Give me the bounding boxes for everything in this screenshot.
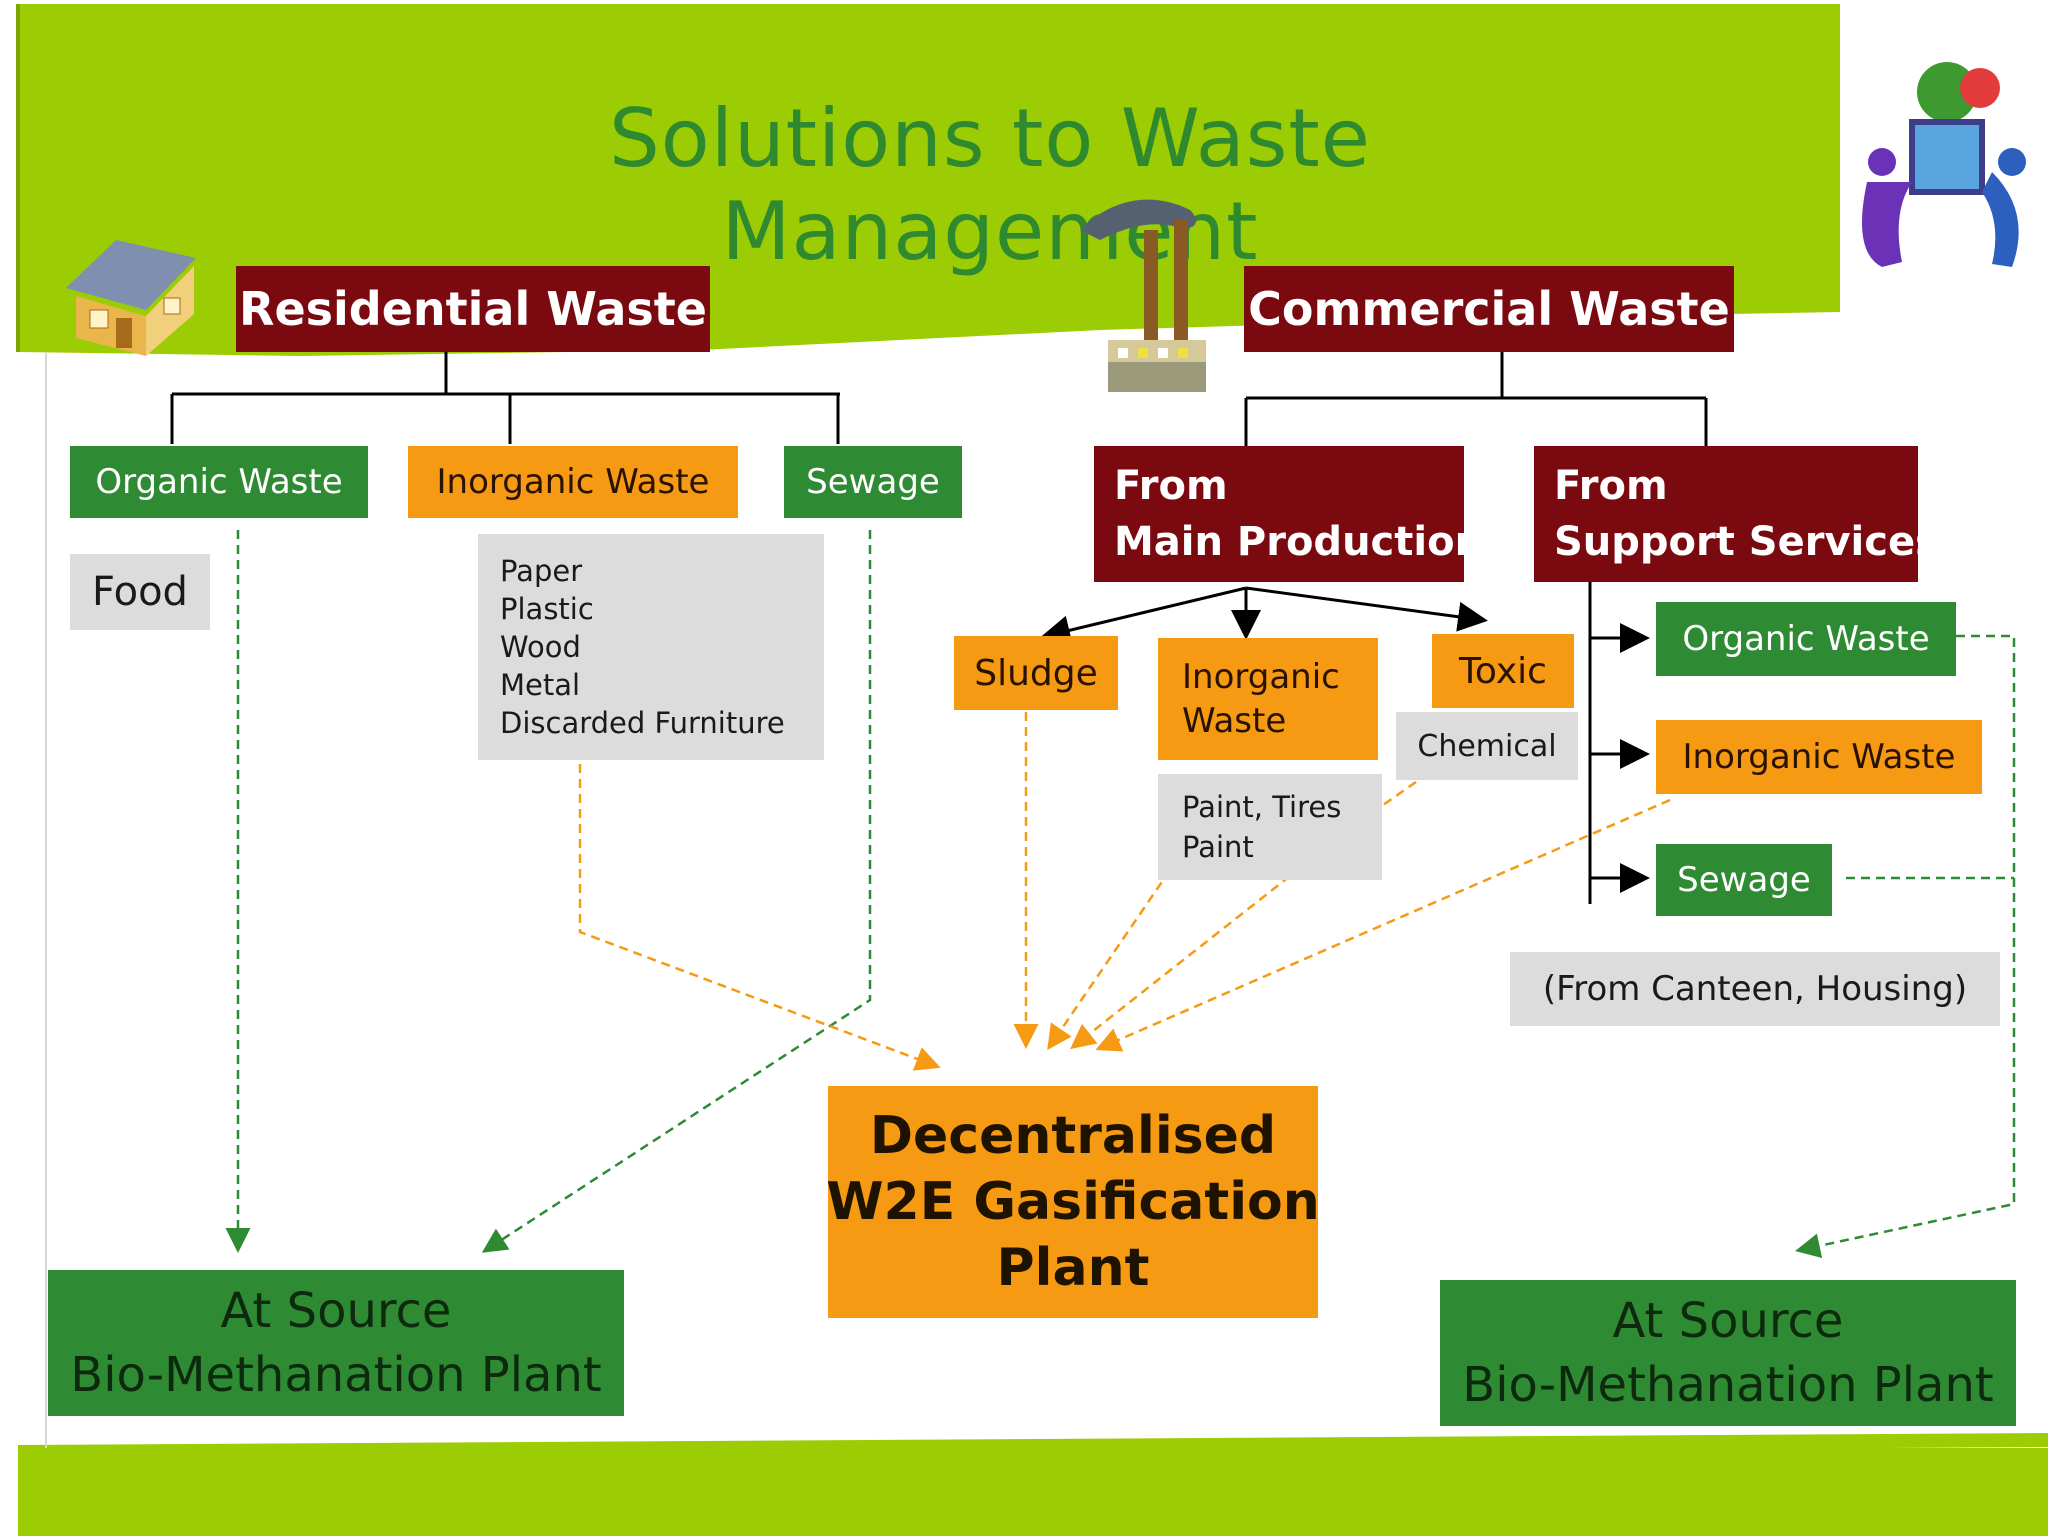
bio-left-line: Bio-Methanation Plant xyxy=(70,1347,602,1403)
paint-tires-line: Paint, Tires xyxy=(1182,790,1342,824)
bio-methanation-plant-right: At Source Bio-Methanation Plant xyxy=(1440,1280,2016,1426)
support-organic-waste: Organic Waste xyxy=(1656,602,1956,676)
food-label: Food xyxy=(70,554,210,630)
people-globe-icon xyxy=(1862,62,2026,267)
bio-left-line: At Source xyxy=(220,1283,452,1339)
page-title: Solutions to Waste Management xyxy=(608,92,1372,278)
residential-sewage: Sewage xyxy=(784,446,962,518)
w2e-gasification-plant: Decentralised W2E Gasification Plant xyxy=(826,1086,1320,1318)
inorganic-item: Plastic xyxy=(500,592,594,626)
from-support-services: From Support Services xyxy=(1534,446,1939,582)
support-services-line: From xyxy=(1554,463,1668,509)
bio-methanation-plant-left: At Source Bio-Methanation Plant xyxy=(48,1270,624,1416)
commercial-inorganic-line: Inorganic xyxy=(1182,657,1340,697)
support-services-line: Support Services xyxy=(1554,519,1939,565)
support-sewage: Sewage xyxy=(1656,844,1832,916)
residential-inorganic-items: Paper Plastic Wood Metal Discarded Furni… xyxy=(478,534,824,760)
residential-waste-header: Residential Waste xyxy=(236,266,710,352)
inorganic-item: Metal xyxy=(500,668,581,702)
factory-icon xyxy=(1080,199,1206,392)
gasification-line: W2E Gasification xyxy=(826,1172,1320,1232)
main-production-line: From xyxy=(1114,463,1228,509)
chemical: Chemical xyxy=(1396,712,1578,780)
residential-organic-waste: Organic Waste xyxy=(70,446,368,518)
commercial-waste-header: Commercial Waste xyxy=(1244,266,1734,352)
toxic: Toxic xyxy=(1432,634,1574,708)
main-production-line: Main Production xyxy=(1114,519,1484,565)
inorganic-item: Wood xyxy=(500,630,581,664)
residential-inorganic-waste: Inorganic Waste xyxy=(408,446,738,518)
gasification-line: Plant xyxy=(996,1238,1150,1298)
gasification-line: Decentralised xyxy=(869,1106,1277,1166)
paint-tires: Paint, Tires Paint xyxy=(1158,774,1382,880)
canteen-housing-note: (From Canteen, Housing) xyxy=(1510,952,2000,1026)
commercial-inorganic-waste: Inorganic Waste xyxy=(1158,638,1378,760)
commercial-inorganic-line: Waste xyxy=(1182,701,1287,741)
bio-right-line: At Source xyxy=(1612,1293,1844,1349)
bottom-green-band xyxy=(18,1448,2048,1536)
support-inorganic-waste: Inorganic Waste xyxy=(1656,720,1982,794)
paint-tires-line: Paint xyxy=(1182,830,1254,864)
house-icon xyxy=(66,240,196,356)
inorganic-item: Paper xyxy=(500,554,583,588)
sludge: Sludge xyxy=(954,636,1118,710)
from-main-production: From Main Production xyxy=(1094,446,1483,582)
inorganic-item: Discarded Furniture xyxy=(500,706,785,740)
bio-right-line: Bio-Methanation Plant xyxy=(1462,1357,1994,1413)
